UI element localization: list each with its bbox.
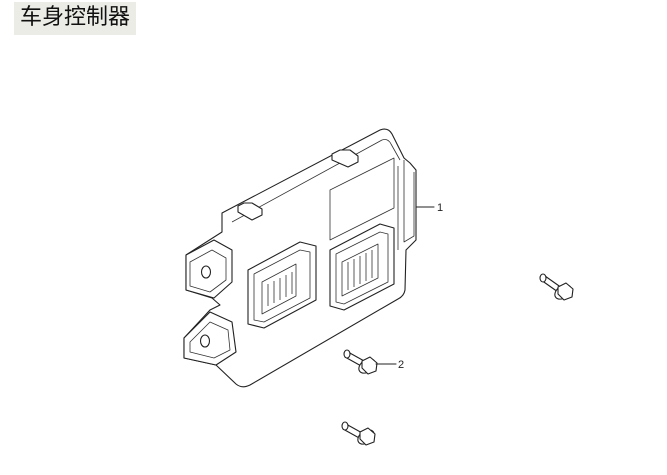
right-bracket: [403, 160, 415, 243]
lower-ear-inner: [189, 321, 231, 359]
label-plate: [329, 157, 395, 241]
callout-1-label: 1: [437, 202, 443, 214]
connector-right-core: [341, 243, 379, 297]
bolt-bottom-head: [359, 427, 376, 446]
housing-top-edge: [231, 139, 401, 223]
bolt-middle-head: [361, 356, 378, 375]
connector-right-pins: [347, 250, 373, 290]
bolt-right: [539, 273, 574, 301]
bolt-right-tip: [539, 273, 547, 283]
callout-2-label: 2: [398, 359, 404, 371]
bolt-bottom-tip: [341, 421, 349, 431]
upper-ear-inner: [189, 249, 227, 293]
lower-ear-hole: [199, 334, 211, 348]
connector-left-core: [261, 263, 297, 315]
top-clip-left: [237, 202, 263, 221]
bolt-bottom: [341, 421, 376, 446]
connector-right-rim: [335, 231, 389, 305]
upper-ear-hole: [200, 265, 212, 279]
connector-socket-left: [247, 241, 317, 329]
body-control-module: [183, 128, 417, 388]
connector-left-pins: [267, 272, 293, 306]
lower-mounting-ear: [183, 311, 237, 366]
bolt-middle: [343, 349, 378, 375]
connector-left-rim: [253, 249, 311, 323]
bolt-middle-tip: [343, 349, 351, 359]
top-clip-right: [331, 149, 359, 168]
bolt-right-head: [557, 282, 574, 301]
page-title: 车身控制器: [14, 2, 137, 35]
